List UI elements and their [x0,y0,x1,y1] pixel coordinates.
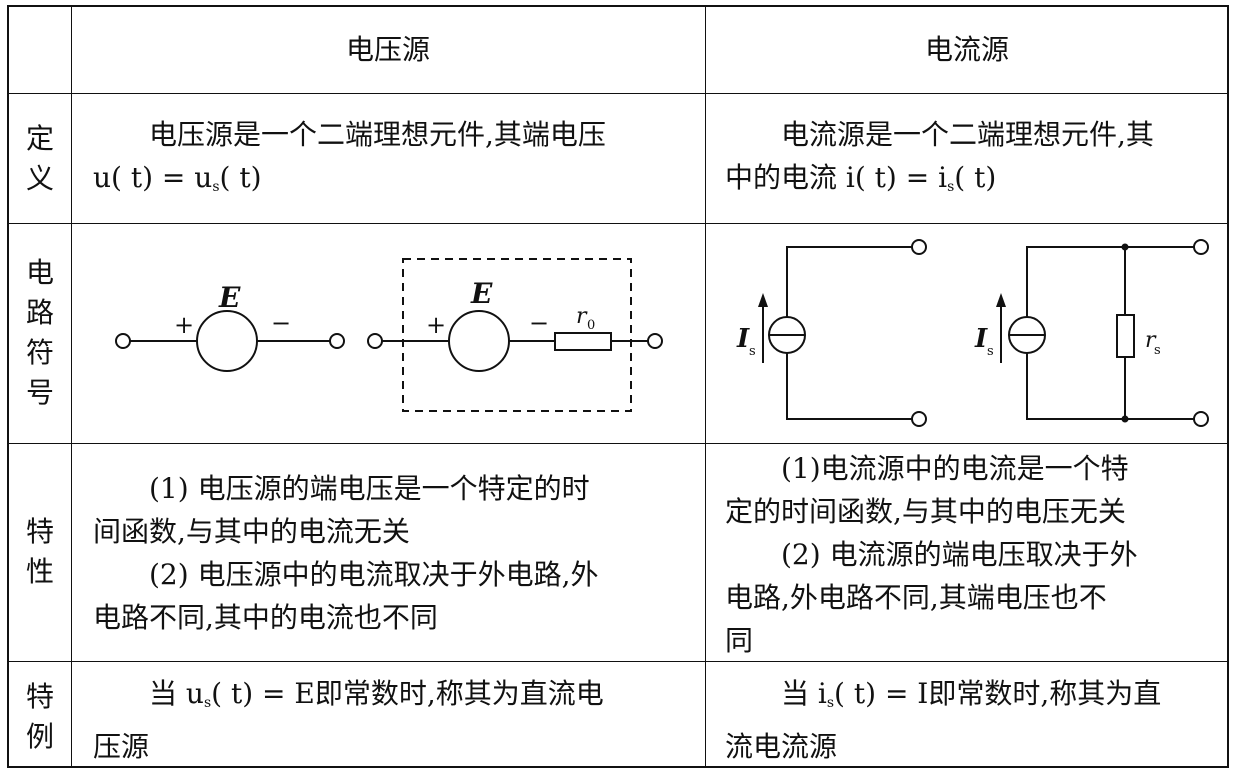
resistor-rs [1116,314,1135,358]
row-label-property: 特 性 [25,515,54,588]
resistor-label: r [1145,328,1157,353]
row-label-definition: 定 义 [25,122,54,195]
terminal-top [911,239,927,255]
terminal-left [367,333,383,349]
resistor-label: r [576,304,588,329]
terminal-bottom [1193,411,1209,427]
emf-label: E [218,281,241,314]
terminal-left [115,333,131,349]
current-subscript: s [987,344,994,359]
current-properties: (1)电流源中的电流是一个特 定的时间函数,与其中的电压无关 (2) 电流源的端… [725,452,1138,657]
header-current-source: 电流源 [924,33,1009,66]
voltage-definition-formula: u( t) = us( t) [93,161,262,195]
current-subscript: s [749,344,756,359]
row-label-symbol: 电 路 符 号 [25,256,54,409]
voltage-properties: (1) 电压源的端电压是一个特定的时 间函数,与其中的电流无关 (2) 电压源中… [93,472,599,634]
voltage-source-diagram: E + − E + − r 0 [115,258,663,412]
comparison-table: 电压源 电流源 定 义 电压源是一个二端理想元件,其端电压 u( t) = us… [7,5,1229,768]
resistor-r0 [554,332,612,351]
current-definition: 电流源是一个二端理想元件,其 中的电流 i( t) = is( t) [725,113,1225,209]
current-special-case: 当 is( t) = I即常数时,称其为直 流电流源 [725,677,1162,763]
junction-dot [1121,243,1129,251]
current-definition-formula: 中的电流 i( t) = is( t) [725,161,997,195]
minus-sign: − [271,309,291,337]
terminal-top [1193,239,1209,255]
row-divider [9,661,1227,662]
row-divider [9,93,1227,94]
terminal-right [647,333,663,349]
minus-sign: − [529,309,549,337]
current-arrow [758,293,768,307]
resistor-subscript: 0 [587,318,595,333]
column-divider [71,7,72,766]
row-divider [9,443,1227,444]
resistor-subscript: s [1154,343,1161,358]
terminal-bottom [911,411,927,427]
current-arrow [996,293,1006,307]
emf-label: E [470,277,493,310]
junction-dot [1121,415,1129,423]
current-source-diagram: I s I s r s [736,239,1209,427]
voltage-source-circle [448,310,510,372]
terminal-right [329,333,345,349]
header-voltage-source: 电压源 [345,33,430,66]
plus-sign: + [426,311,446,339]
voltage-definition: 电压源是一个二端理想元件,其端电压 u( t) = us( t) [93,113,693,209]
voltage-special-case: 当 us( t) = E即常数时,称其为直流电 压源 [93,677,604,763]
current-label: I [974,324,988,354]
column-divider [705,7,706,766]
current-label: I [736,324,750,354]
plus-sign: + [174,311,194,339]
dashed-box [402,258,632,412]
row-label-special: 特 例 [25,680,54,753]
row-divider [9,223,1227,224]
voltage-source-circle [196,310,258,372]
